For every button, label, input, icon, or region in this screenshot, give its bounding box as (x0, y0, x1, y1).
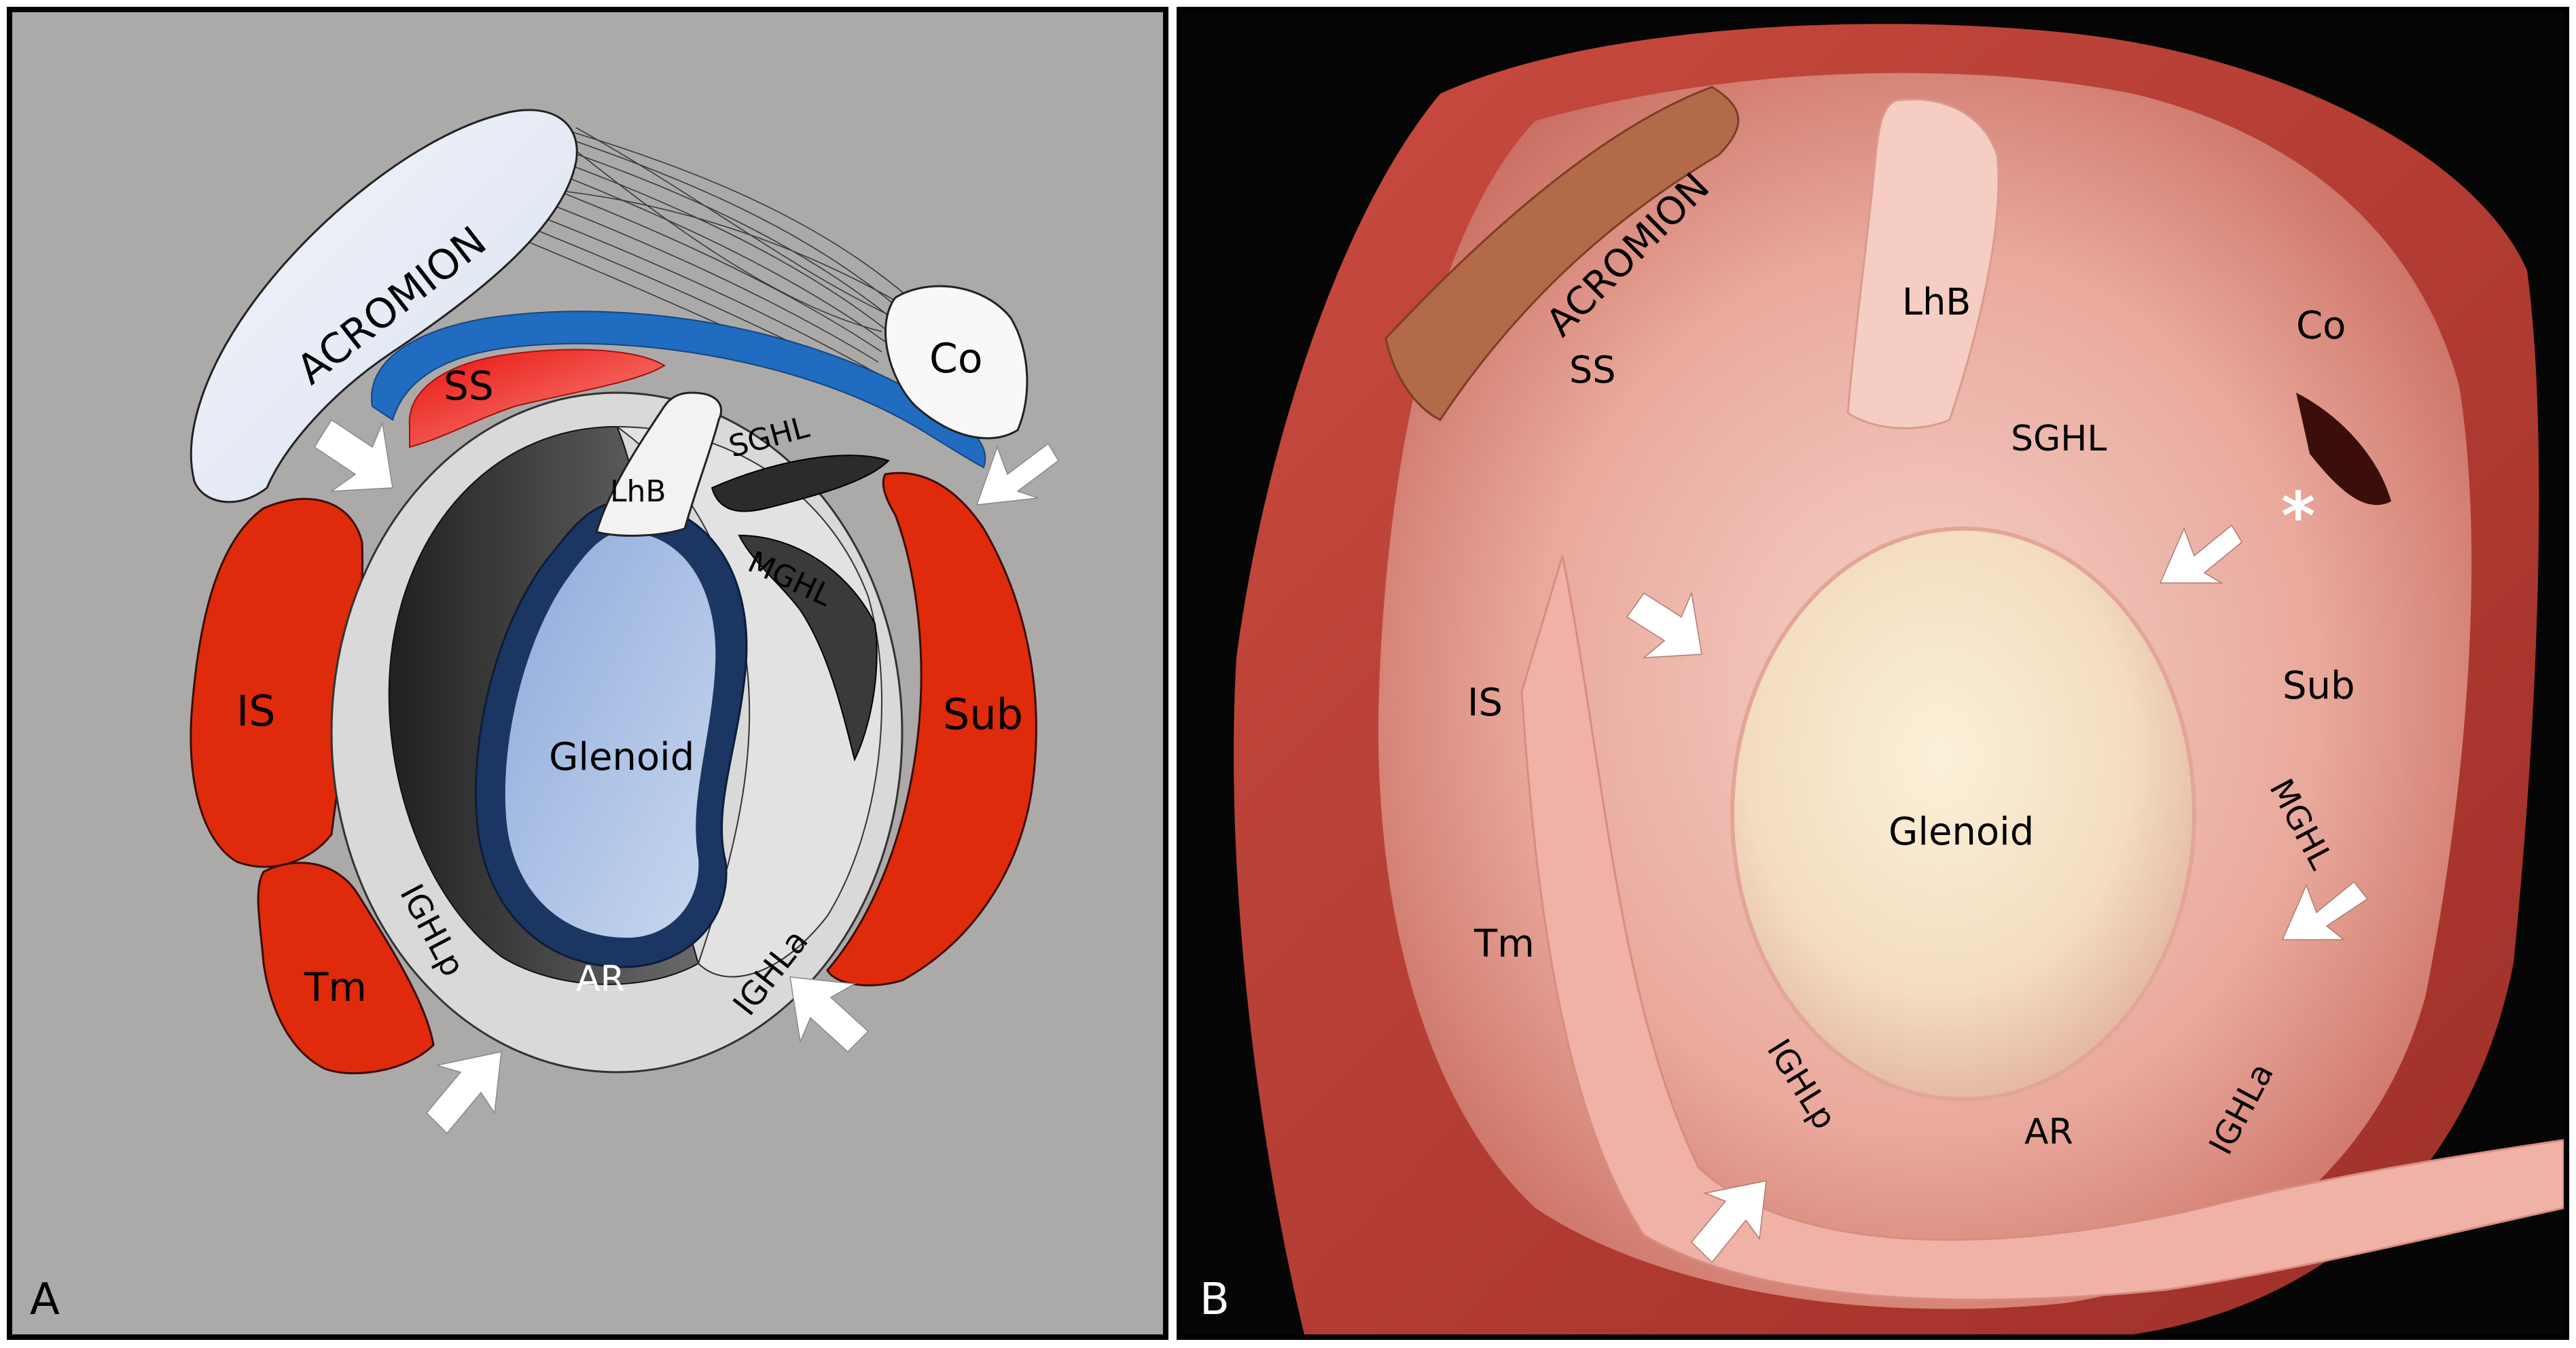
blue-ligament-band (370, 311, 986, 469)
asterisk-label: * (2281, 478, 2315, 554)
arrow-icon (2159, 524, 2242, 584)
ss-label-b: SS (1569, 349, 1616, 391)
ar-label: AR (576, 959, 625, 999)
panel-b-photograph: ACROMION SS LhB Co SGHL IS Sub Glenoid M… (1177, 7, 2569, 1340)
supraspinatus-muscle (408, 349, 666, 448)
lhb-tendon-photo (1846, 98, 2000, 429)
cavity-photo (2296, 393, 2391, 506)
panel-b-letter: B (1200, 1275, 1230, 1325)
panel-a-schematic: ACROMION SS Co IS Tm Sub SGHL MGHL Gl (7, 7, 1168, 1340)
teres-minor-muscle (257, 862, 435, 1075)
arrows-panel-b (1626, 524, 2369, 1264)
arrow-icon (1626, 591, 1702, 658)
lhb-label-b: LhB (1902, 281, 1971, 323)
acromion-bone (1384, 86, 1740, 421)
schematic-drawing: ACROMION SS Co IS Tm Sub SGHL MGHL Gl (190, 109, 1059, 1135)
sub-label: Sub (943, 690, 1023, 739)
glenoid-surface (505, 532, 716, 938)
panel-a-letter: A (30, 1275, 60, 1325)
sghl-label-b: SGHL (2011, 419, 2107, 459)
lhb-label: LhB (610, 474, 666, 509)
arrow-icon (1690, 1180, 1767, 1264)
arrow-icon (313, 419, 393, 492)
subscapularis-muscle (826, 472, 1037, 987)
sghl-band (711, 455, 890, 512)
mghl-band (738, 534, 878, 762)
ar-label-b: AR (2024, 1112, 2073, 1152)
dissection-photo-rendering: ACROMION SS LhB Co SGHL IS Sub Glenoid M… (1234, 24, 2564, 1334)
acromion-shape (190, 109, 578, 503)
ighl-band-photo (1520, 555, 2564, 1301)
arrows-panel-a (313, 419, 1059, 1135)
is-label-b: IS (1467, 681, 1503, 725)
tm-label-b: Tm (1473, 922, 1535, 966)
glenoid-label-b: Glenoid (1889, 810, 2034, 854)
is-label: IS (236, 686, 276, 736)
ss-label: SS (444, 363, 494, 409)
coracoid-shape (884, 285, 1028, 440)
co-label-b: Co (2296, 304, 2346, 348)
lhb-tendon (595, 391, 723, 537)
glenoid-label: Glenoid (549, 735, 694, 779)
arrow-icon (2281, 881, 2369, 940)
arrow-icon (976, 442, 1059, 506)
tm-label: Tm (304, 964, 367, 1010)
co-label: Co (929, 335, 983, 383)
arrow-icon (425, 1051, 502, 1135)
arrow-icon (789, 976, 870, 1053)
glenoid-photo (1730, 527, 2196, 1101)
sub-label-b: Sub (2283, 664, 2355, 708)
